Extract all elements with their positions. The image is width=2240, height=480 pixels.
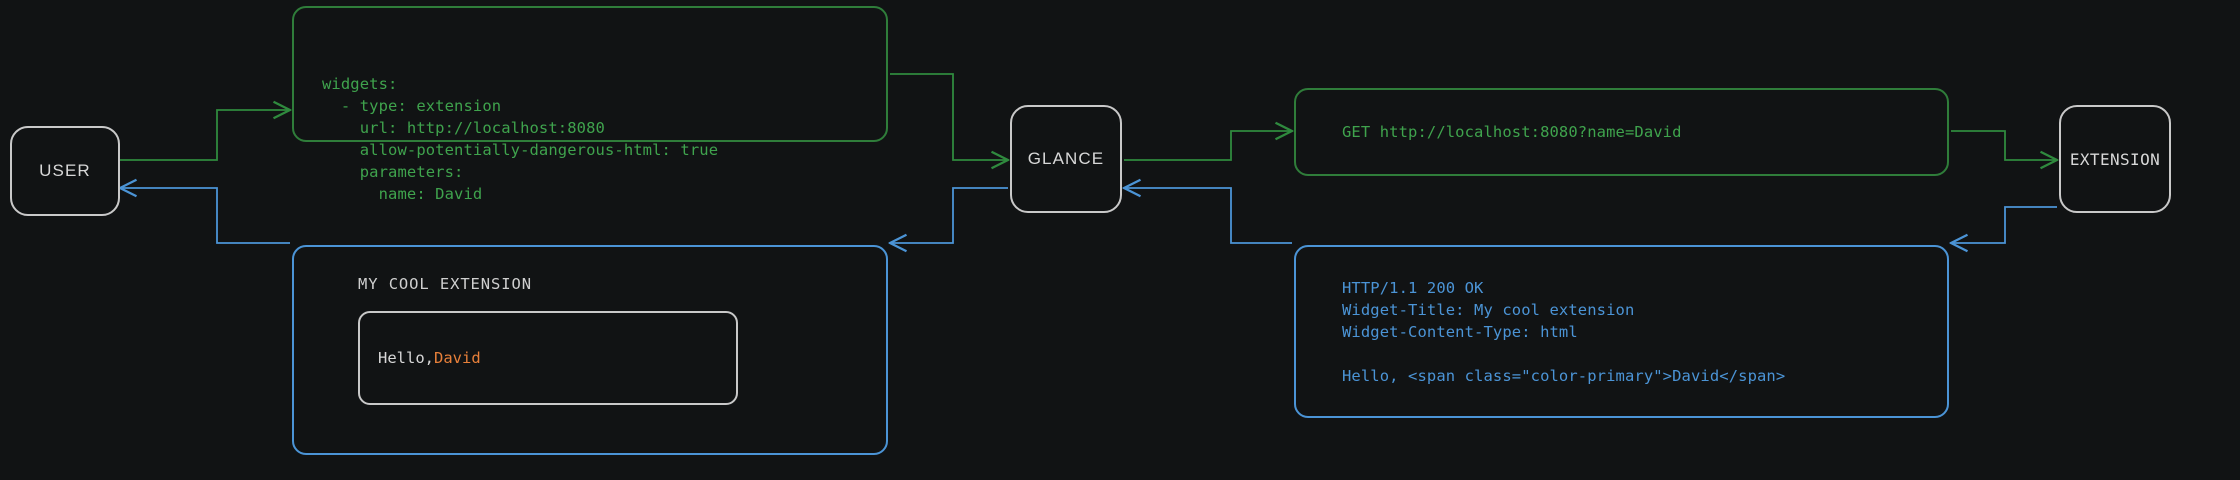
wire-request-to-extension [1951,130,2057,160]
rendered-widget-title: MY COOL EXTENSION [358,275,532,293]
wire-yaml-to-glance [890,73,1008,160]
rendered-widget-name: David [434,349,481,367]
wire-widget-to-user [120,188,290,244]
node-extension[interactable]: EXTENSION [2059,105,2171,213]
node-user[interactable]: USER [10,126,120,216]
wire-glance-to-widget [890,187,1008,243]
node-user-label: USER [39,161,91,180]
node-glance-label: GLANCE [1027,149,1105,168]
wire-user-to-yaml [120,110,290,161]
bubble-http-request: GET http://localhost:8080?name=David [1294,88,1949,176]
http-request-text: GET http://localhost:8080?name=David [1342,123,1682,141]
bubble-rendered-widget: MY COOL EXTENSION Hello, David [292,245,888,455]
rendered-widget-greeting: Hello, [378,349,434,367]
rendered-widget-body: Hello, David [358,311,738,405]
bubble-yaml-config: widgets: - type: extension url: http://l… [292,6,888,203]
yaml-config-text: widgets: - type: extension url: http://l… [322,75,719,204]
wire-glance-to-request [1124,131,1292,161]
http-response-text: HTTP/1.1 200 OK Widget-Title: My cool ex… [1342,278,1786,385]
node-glance[interactable]: GLANCE [1010,105,1122,213]
node-extension-label: EXTENSION [2069,149,2161,169]
wire-response-to-glance [1124,188,1292,244]
wire-extension-to-response [1951,206,2057,243]
bubble-http-response: HTTP/1.1 200 OK Widget-Title: My cool ex… [1294,245,1949,418]
